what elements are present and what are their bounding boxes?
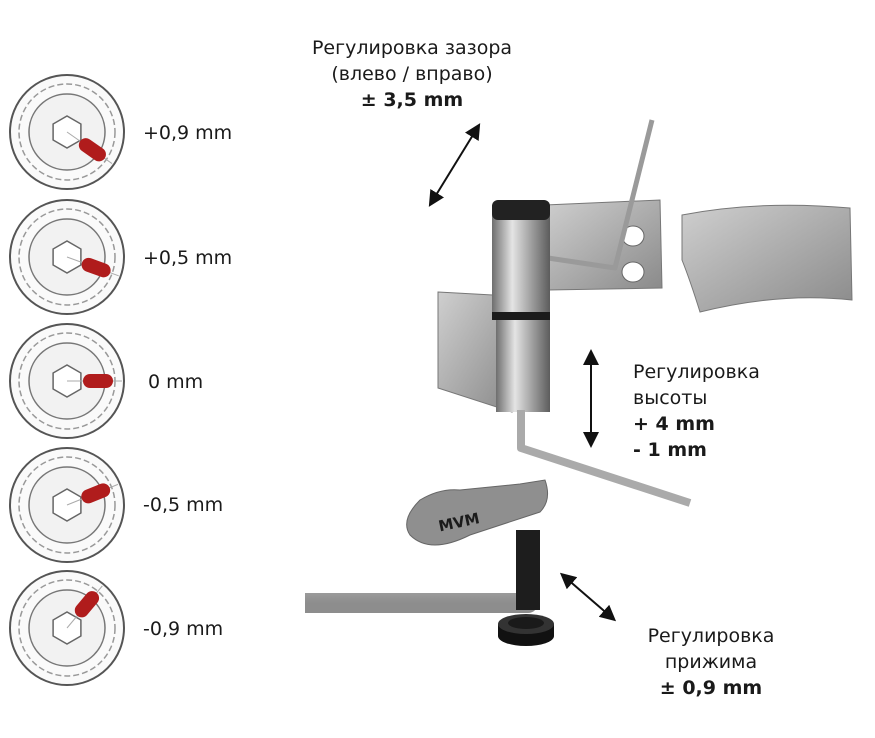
- eccentric-pin-marker: [81, 483, 111, 504]
- frame-plate: [544, 199, 663, 291]
- gap-adjust-caption: Регулировка зазора (влево / вправо) ± 3,…: [282, 35, 542, 113]
- allen-key-bottom: [305, 533, 538, 613]
- eccentric-dial: [9, 199, 125, 315]
- eccentric-dial: [9, 74, 125, 190]
- eccentric-dial: [9, 570, 125, 686]
- eccentric-dial: [9, 323, 125, 439]
- gap-arrow-icon: [428, 123, 481, 207]
- eccentric-dial: [9, 447, 125, 563]
- press-adjust-caption: Регулировка прижима ± 0,9 mm: [611, 623, 811, 701]
- height-adjust-subtitle: высоты: [633, 387, 708, 409]
- allen-key-middle: [517, 410, 692, 507]
- eccentric-pin-marker: [78, 138, 106, 162]
- adjustment-wrench: MVM: [406, 479, 549, 546]
- height-adjust-title: Регулировка: [633, 361, 760, 383]
- dial-label: 0 mm: [148, 371, 204, 393]
- dial-label: -0,5 mm: [143, 494, 224, 516]
- dial-label: +0,9 mm: [143, 122, 233, 144]
- press-adjust-title: Регулировка: [647, 625, 775, 647]
- height-adjust-minus: - 1 mm: [633, 439, 707, 461]
- height-adjust-caption: Регулировка высоты + 4 mm - 1 mm: [633, 359, 760, 463]
- cover-cap: [681, 204, 853, 313]
- hinge-cylinder: [492, 200, 550, 412]
- eccentric-pin-marker: [81, 257, 111, 278]
- dial-label: +0,5 mm: [143, 247, 233, 269]
- allen-key-dark-end: [516, 530, 540, 610]
- gap-adjust-subtitle: (влево / вправо): [331, 63, 493, 85]
- dial-group: [9, 74, 125, 686]
- dial-label: -0,9 mm: [143, 618, 224, 640]
- eccentric-pin-marker: [74, 591, 100, 618]
- eccentric-pin-marker: [83, 374, 113, 388]
- height-adjust-plus: + 4 mm: [633, 413, 715, 435]
- press-arrow-icon: [559, 572, 617, 622]
- press-adjust-subtitle: прижима: [664, 651, 758, 673]
- allen-key-top: [547, 119, 655, 271]
- gap-adjust-title: Регулировка зазора: [311, 37, 513, 59]
- gap-adjust-value: ± 3,5 mm: [360, 89, 464, 111]
- press-adjust-value: ± 0,9 mm: [659, 677, 763, 699]
- plastic-cap: [498, 614, 554, 646]
